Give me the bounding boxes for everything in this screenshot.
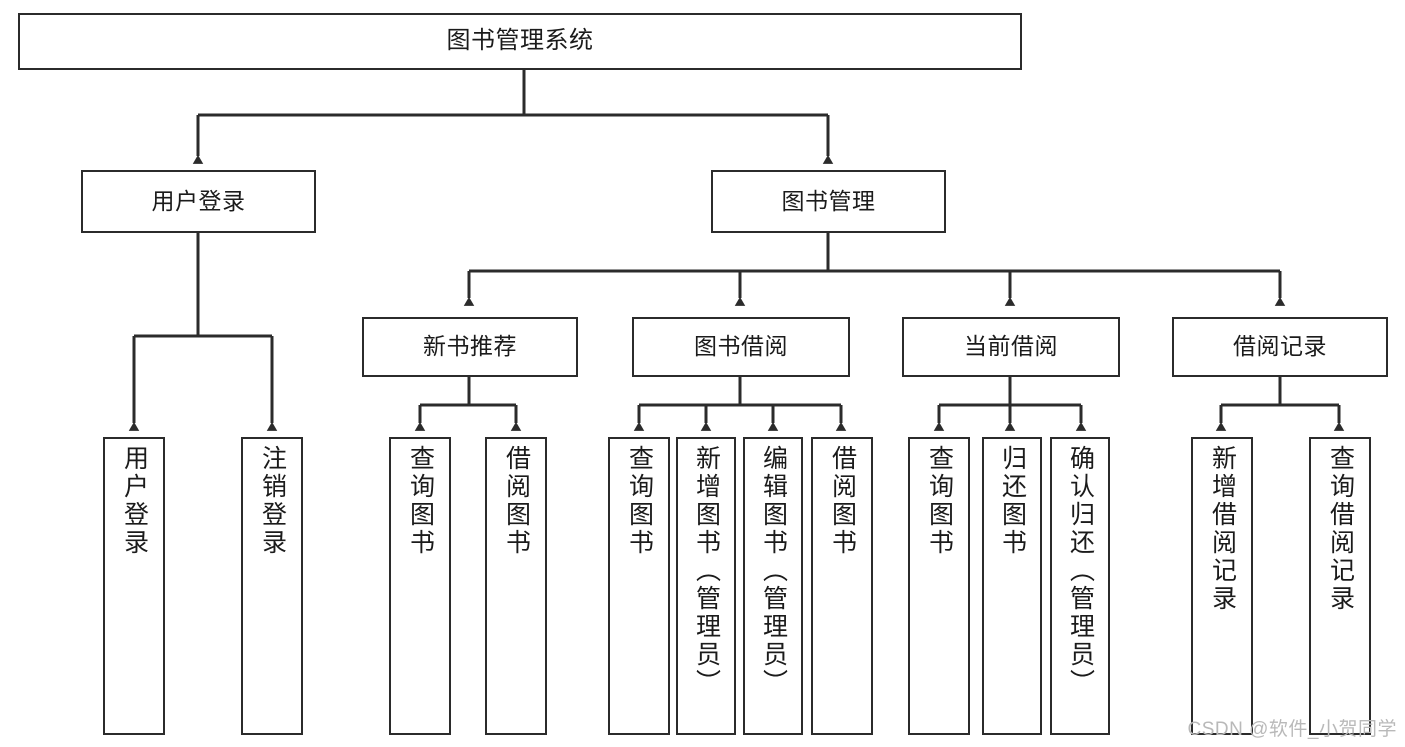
node-new-book-recommend[interactable]: 新书推荐 [362,317,578,377]
node-label: 新增图书（管理员） [692,445,721,697]
leaf-borrow-add-book-admin[interactable]: 新增图书（管理员） [676,437,736,735]
leaf-recommend-borrow-book[interactable]: 借阅图书 [485,437,547,735]
leaf-borrow-edit-book-admin[interactable]: 编辑图书（管理员） [743,437,803,735]
leaf-current-confirm-return-admin[interactable]: 确认归还（管理员） [1050,437,1110,735]
leaf-borrow-query-book[interactable]: 查询图书 [608,437,670,735]
node-label: 归还图书 [998,445,1027,557]
node-book-borrow[interactable]: 图书借阅 [632,317,850,377]
node-label: 查询借阅记录 [1326,445,1355,613]
node-label: 图书借阅 [694,333,788,360]
node-label: 借阅图书 [502,445,531,557]
node-label: 新增借阅记录 [1208,445,1237,613]
node-root-system[interactable]: 图书管理系统 [18,13,1022,70]
node-label: 借阅图书 [828,445,857,557]
node-label: 当前借阅 [964,333,1058,360]
node-borrow-record[interactable]: 借阅记录 [1172,317,1388,377]
node-label: 查询图书 [406,445,435,557]
node-label: 编辑图书（管理员） [759,445,788,697]
leaf-user-login-signout[interactable]: 注销登录 [241,437,303,735]
node-current-borrow[interactable]: 当前借阅 [902,317,1120,377]
node-label: 图书管理系统 [446,27,594,55]
node-label: 图书管理 [781,187,876,214]
node-label: 查询图书 [925,445,954,557]
node-label: 查询图书 [625,445,654,557]
node-label: 新书推荐 [423,333,517,360]
node-user-login[interactable]: 用户登录 [81,170,316,233]
node-book-management[interactable]: 图书管理 [711,170,946,233]
leaf-user-login-signin[interactable]: 用户登录 [103,437,165,735]
leaf-current-return-book[interactable]: 归还图书 [982,437,1042,735]
leaf-borrow-borrow-book[interactable]: 借阅图书 [811,437,873,735]
node-label: 用户登录 [151,187,246,214]
leaf-record-add-record[interactable]: 新增借阅记录 [1191,437,1253,735]
node-label: 借阅记录 [1233,333,1327,360]
node-label: 注销登录 [258,445,287,557]
node-label: 确认归还（管理员） [1066,445,1095,697]
leaf-recommend-query-book[interactable]: 查询图书 [389,437,451,735]
leaf-current-query-book[interactable]: 查询图书 [908,437,970,735]
node-label: 用户登录 [120,445,149,557]
leaf-record-query-record[interactable]: 查询借阅记录 [1309,437,1371,735]
